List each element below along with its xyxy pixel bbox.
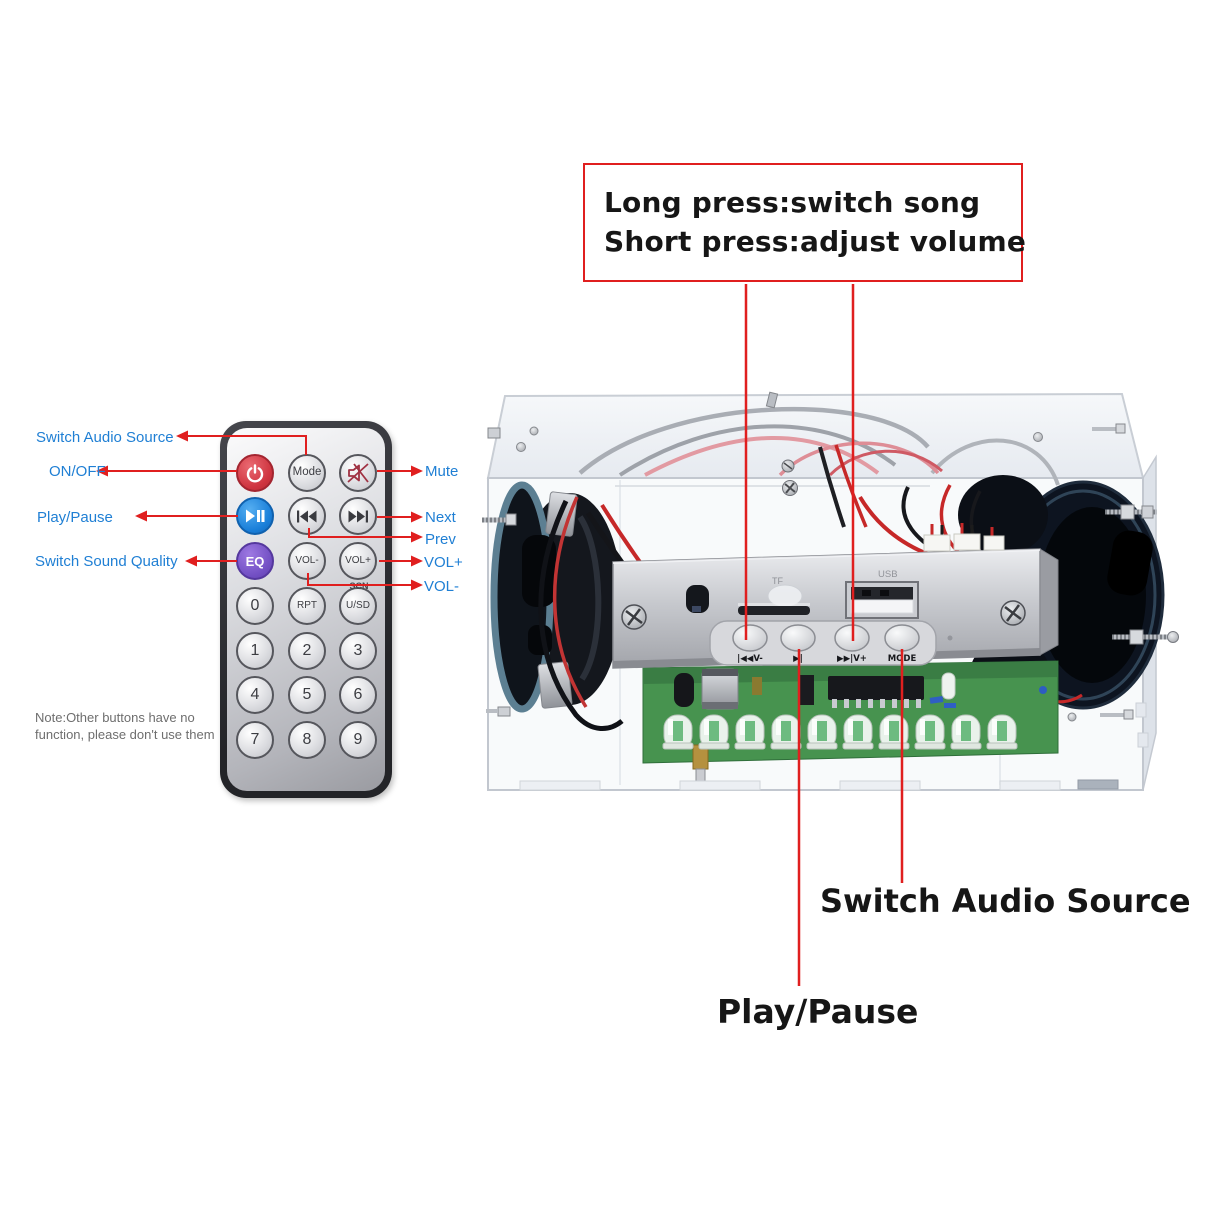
tf-card-slot [738,603,810,615]
mode-button-label: Mode [292,466,322,479]
note-line2: function, please don't use them [35,727,215,742]
led [842,714,874,750]
remote-1-button[interactable]: 1 [236,632,274,670]
led [770,714,802,750]
label-next: Next [425,509,456,526]
label-prev: Prev [425,531,456,548]
next-icon [348,510,368,522]
play-pause-icon [246,509,265,523]
callout-line1: Long press:switch song [604,186,981,219]
note-line1: Note:Other buttons have no [35,710,195,725]
led [986,714,1018,750]
digit-label: 7 [250,731,260,748]
panel-screw-left [621,604,647,630]
power-icon [246,464,264,483]
brass-standoff [692,744,709,782]
amplifier-ic-chip [828,676,924,708]
led [878,714,910,750]
capacitor-black [674,673,694,707]
led [734,714,766,750]
usb-port [845,581,919,619]
remote-5-button[interactable]: 5 [288,676,326,714]
remote-9-button[interactable]: 9 [339,721,377,759]
led [806,714,838,750]
rpt-label: RPT [297,600,317,611]
panel-button-label: |◀◀V- [737,654,763,664]
remote-power-button[interactable] [236,454,274,492]
internal-wires [538,406,1060,731]
remote-vol-minus-button[interactable]: VOL- [288,542,326,580]
panel-button-prev-volminus[interactable] [732,624,768,652]
label-switch-sound-quality: Switch Sound Quality [35,553,178,570]
digit-label: 2 [302,642,312,659]
tf-marking: TF [772,576,783,586]
wire-connectors [923,523,1005,552]
digit-label: 0 [250,597,260,614]
mounting-bolt-bottom [1112,629,1179,645]
remote-next-button[interactable] [339,497,377,535]
scn-marking: SCN [349,581,369,591]
panel-button-playpause[interactable] [780,624,816,652]
mp3-decoder-panel: TF USB [612,548,1059,669]
remote-mode-button[interactable]: Mode [288,454,326,492]
remote-control: Mode [220,421,392,798]
label-switch-audio-source-remote: Switch Audio Source [36,429,174,446]
callout-box: Long press:switch song Short press:adjus… [583,163,1027,282]
digit-label: 6 [353,686,363,703]
panel-button-label: ▶| [793,654,803,664]
panel-button-label: MODE [888,654,917,664]
ir-receiver [686,585,709,613]
panel-button-next-volplus[interactable] [834,624,870,652]
panel-screw-right [1000,600,1026,626]
digit-label: 1 [250,642,260,659]
label-mute: Mute [425,463,459,480]
vol-minus-label: VOL- [295,555,319,566]
remote-usd-button[interactable]: U/SD [339,587,377,625]
label-switch-audio-source: Switch Audio Source [820,882,1191,920]
label-play-pause-remote: Play/Pause [37,509,113,526]
led [698,714,730,750]
callout-line2: Short press:adjust volume [604,225,1027,258]
remote-0-button[interactable]: 0 [236,587,274,625]
remote-3-button[interactable]: 3 [339,632,377,670]
digit-label: 9 [353,731,363,748]
remote-6-button[interactable]: 6 [339,676,377,714]
speaker-kit-photo: TF USB [482,391,1179,791]
label-play-pause: Play/Pause [717,992,919,1031]
note-text: Note:Other buttons have no function, ple… [35,709,215,743]
led [914,714,946,750]
digit-label: 3 [353,642,363,659]
led [662,714,694,750]
digit-label: 8 [302,731,312,748]
remote-eq-button[interactable]: EQ [236,542,274,580]
label-vol-minus: VOL- [424,578,460,595]
remote-rpt-button[interactable]: RPT [288,587,326,625]
mounting-bolt-top [1105,504,1157,520]
mute-speaker-icon [347,463,369,483]
usd-label: U/SD [346,600,370,611]
case-screws [482,391,1134,722]
remote-7-button[interactable]: 7 [236,721,274,759]
remote-play-pause-button[interactable] [236,497,274,535]
led [950,714,982,750]
label-vol-plus: VOL+ [424,554,463,571]
capacitor-silver [701,668,739,710]
usb-marking: USB [878,569,898,580]
prev-icon [297,510,317,522]
bottom-tabs [488,702,1149,791]
vol-plus-label: VOL+ [345,555,371,566]
digit-label: 5 [302,686,312,703]
remote-mute-button[interactable] [339,454,377,492]
digit-label: 4 [250,686,260,703]
eq-button-label: EQ [245,553,265,569]
label-on-off: ON/OFF [49,463,106,480]
panel-button-mode[interactable] [884,624,920,652]
remote-vol-plus-button[interactable]: VOL+ [339,542,377,580]
remote-prev-button[interactable] [288,497,326,535]
remote-4-button[interactable]: 4 [236,676,274,714]
panel-button-label: ▶▶|V+ [837,654,867,664]
remote-8-button[interactable]: 8 [288,721,326,759]
led-row [662,714,1018,750]
remote-2-button[interactable]: 2 [288,632,326,670]
